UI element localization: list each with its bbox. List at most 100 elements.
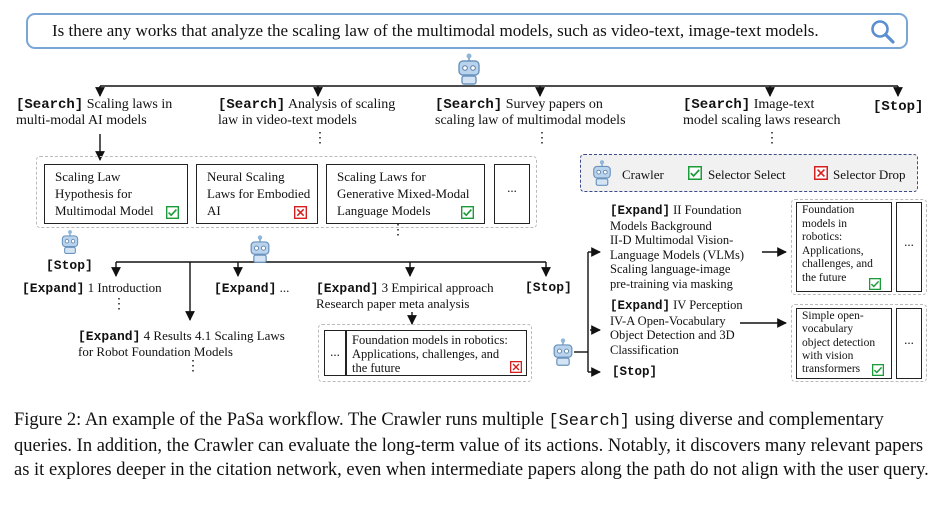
caption-tag: [Search] <box>548 412 630 431</box>
robot-icon <box>250 235 270 263</box>
ellipsis: ⋮ <box>765 131 779 146</box>
paper-card[interactable]: Scaling Laws for Generative Mixed-Modal … <box>326 164 485 224</box>
paper-title-line: with vision <box>802 349 854 362</box>
expand-section: Classification <box>610 342 679 357</box>
search-action-4: [Search] Image-text model scaling laws r… <box>683 97 865 129</box>
more-papers-card[interactable]: ... <box>896 308 922 379</box>
paper-title-line: vocabulary <box>802 323 854 336</box>
expand-section: Language Models (VLMs) <box>610 247 744 262</box>
green-check-icon <box>869 278 881 290</box>
ellipsis: ⋮ <box>391 223 405 238</box>
expand-section: IV-A Open-Vocabulary <box>610 313 726 328</box>
paper-title-line: Simple open- <box>802 310 864 322</box>
search-query: multi-modal AI models <box>16 113 147 128</box>
search-query: scaling law of multimodal models <box>435 113 626 128</box>
paper-group-4 <box>791 304 927 382</box>
paper-card[interactable]: Foundation models in robotics: Applicati… <box>346 330 527 376</box>
paper-title-line: Applications, <box>802 244 864 257</box>
paper-card[interactable]: Scaling Law Hypothesis for Multimodal Mo… <box>44 164 188 224</box>
search-query: Scaling laws in <box>83 97 173 112</box>
search-query: Image-text <box>750 97 815 112</box>
legend-crawler: Crawler <box>622 167 664 182</box>
green-check-icon <box>688 166 702 180</box>
stop-action: [Stop] <box>46 258 93 273</box>
expand-tag: [Expand] <box>610 204 671 218</box>
more-label: ... <box>330 344 340 359</box>
more-label: ... <box>507 180 517 195</box>
expand-section: II Foundation <box>670 203 742 217</box>
paper-title-line: Foundation models in robotics: <box>352 333 508 347</box>
search-tag: [Search] <box>435 97 503 113</box>
expand-section: Research paper meta analysis <box>316 296 470 311</box>
ellipsis: ⋮ <box>313 131 327 146</box>
robot-icon <box>593 160 611 186</box>
paper-card[interactable]: Simple open- vocabulary object detection… <box>796 308 892 379</box>
search-action-2: [Search] Analysis of scaling law in vide… <box>218 97 423 129</box>
paper-title-line: Scaling Laws for <box>337 169 426 184</box>
paper-title-line: Multimodal Model <box>55 203 154 218</box>
search-action-1: [Search] Scaling laws in multi-modal AI … <box>16 97 206 129</box>
query-bar[interactable]: Is there any works that analyze the scal… <box>26 13 908 49</box>
paper-card[interactable]: Foundation models in robotics: Applicati… <box>796 202 892 292</box>
legend-drop: Selector Drop <box>833 167 906 182</box>
expand-other: [Expand] ... <box>214 280 289 296</box>
paper-title-line: Generative Mixed-Modal <box>337 186 470 201</box>
query-text: Is there any works that analyze the scal… <box>52 21 819 40</box>
more-papers-card[interactable]: ... <box>896 202 922 292</box>
paper-title-line: Applications, challenges, and <box>352 347 500 361</box>
search-query: model scaling laws research <box>683 113 841 128</box>
caption-text: using diverse and complementary queries.… <box>14 410 929 480</box>
paper-title-line: the future <box>802 271 847 284</box>
robot-icon <box>61 230 79 255</box>
search-action-3: [Search] Survey papers on scaling law of… <box>435 97 663 129</box>
expand-results: [Expand] 4 Results 4.1 Scaling Laws for … <box>78 328 308 359</box>
expand-tag: [Expand] <box>78 329 141 344</box>
expand-intro: [Expand] 1 Introduction <box>22 280 162 296</box>
stop-action: [Stop] <box>612 365 658 379</box>
robot-icon <box>553 338 573 366</box>
expand-tag: [Expand] <box>610 299 671 313</box>
red-x-icon <box>510 361 522 373</box>
robot-icon <box>458 53 480 85</box>
expand-section: Models Background <box>610 218 712 233</box>
expand-section: 1 Introduction <box>84 280 162 295</box>
paper-title-line: Hypothesis for <box>55 186 132 201</box>
figure-caption: Figure 2: An example of the PaSa workflo… <box>14 408 936 482</box>
search-query: Survey papers on <box>502 97 603 112</box>
expand-section: for Robot Foundation Models <box>78 344 233 359</box>
more-label: ... <box>904 234 914 249</box>
green-check-icon <box>166 206 179 219</box>
ellipsis: ⋮ <box>535 131 549 146</box>
paper-title-line: challenges, and <box>802 258 873 270</box>
more-papers-card[interactable]: ... <box>324 330 346 376</box>
legend <box>580 154 918 192</box>
search-query: law in video-text models <box>218 113 357 128</box>
expand-section: Scaling language-image <box>610 262 731 276</box>
caption-label: Figure 2: An example of the PaSa workflo… <box>14 410 549 430</box>
expand-section: 3 Empirical approach <box>378 280 494 295</box>
paper-title-line: Language Models <box>337 203 431 218</box>
green-check-icon <box>461 206 474 219</box>
expand-section: ... <box>276 280 290 295</box>
paper-group-2 <box>318 324 532 382</box>
paper-title-line: Foundation <box>802 204 855 216</box>
more-label: ... <box>904 332 914 347</box>
green-check-icon <box>872 364 884 376</box>
red-x-icon <box>294 206 307 219</box>
magnifier-icon[interactable] <box>870 19 896 45</box>
expand-empirical: [Expand] 3 Empirical approach Research p… <box>316 280 526 311</box>
expand-tag: [Expand] <box>316 281 379 296</box>
more-papers-card[interactable]: ... <box>494 164 530 224</box>
search-tag: [Search] <box>683 97 751 113</box>
paper-title-line: AI <box>207 203 221 218</box>
paper-title-line: models in <box>802 217 848 230</box>
expand-section: 4 Results 4.1 Scaling Laws <box>140 328 285 343</box>
paper-title-line: Laws for Embodied <box>207 186 311 201</box>
paper-title-line: the future <box>352 361 401 375</box>
ellipsis: ⋮ <box>186 359 200 374</box>
expand-foundation: [Expand] II Foundation Models Background… <box>610 203 768 291</box>
expand-tag: [Expand] <box>214 281 277 296</box>
red-x-icon <box>814 166 828 180</box>
search-tag: [Search] <box>16 97 84 113</box>
